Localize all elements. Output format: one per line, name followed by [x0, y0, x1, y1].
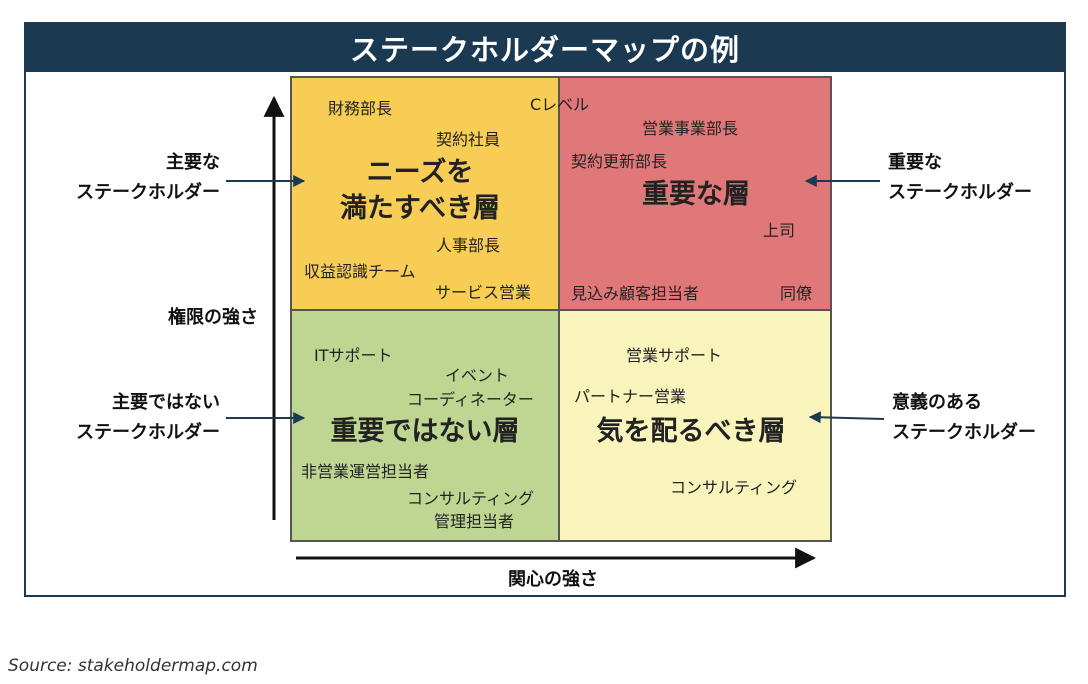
- stakeholder-item: 収益認識チーム: [304, 262, 416, 281]
- stakeholder-item: イベント: [445, 366, 510, 385]
- side-label-meaningful: 意義のある ステークホルダー: [892, 388, 1036, 448]
- stakeholder-item: コンサルティング: [407, 489, 535, 508]
- stakeholder-item: 財務部長: [328, 99, 393, 118]
- quadrant-bottom-right: [558, 309, 832, 542]
- stakeholder-item: 管理担当者: [434, 512, 515, 531]
- side-label-line: 重要な: [888, 152, 942, 173]
- quadrant-title-line: 重要ではない層: [330, 416, 520, 447]
- stakeholder-item: 契約更新部長: [571, 152, 668, 171]
- side-label-line: 主要な: [166, 152, 220, 173]
- stakeholder-item: パートナー営業: [574, 387, 687, 406]
- stakeholder-item: ITサポート: [314, 346, 393, 365]
- stakeholder-item: コーディネーター: [407, 390, 534, 409]
- stakeholder-item: サービス営業: [435, 283, 532, 302]
- stakeholder-item: 営業サポート: [626, 346, 723, 365]
- side-label-important: 重要な ステークホルダー: [888, 148, 1032, 208]
- quadrant-title-line: 満たすべき層: [339, 193, 501, 224]
- side-label-line: ステークホルダー: [76, 182, 220, 203]
- diagram-title: ステークホルダーマップの例: [26, 24, 1064, 72]
- quadrant-title-bottom-left: 重要ではない層: [318, 414, 532, 450]
- stakeholder-item: コンサルティング: [670, 478, 798, 497]
- quadrant-bottom-left: [290, 309, 560, 542]
- y-axis-label: 権限の強さ: [168, 307, 258, 328]
- side-label-line: ステークホルダー: [888, 182, 1032, 203]
- quadrant-title-top-left: ニーズを 満たすべき層: [330, 155, 510, 227]
- stakeholder-item: 契約社員: [436, 130, 501, 149]
- stakeholder-item: 非営業運営担当者: [301, 462, 430, 481]
- source-caption: Source: stakeholdermap.com: [8, 656, 258, 676]
- quadrant-title-line: 気を配るべき層: [596, 416, 786, 447]
- quadrant-title-line: ニーズを: [366, 157, 474, 188]
- quadrant-title-bottom-right: 気を配るべき層: [583, 414, 799, 450]
- stakeholder-item: 人事部長: [436, 236, 501, 255]
- x-axis-label: 関心の強さ: [508, 569, 598, 590]
- stakeholder-item: 同僚: [780, 284, 813, 303]
- arrow-meaningful: [808, 411, 885, 424]
- stakeholder-item: Cレベル: [530, 95, 590, 114]
- side-label-line: ステークホルダー: [76, 422, 220, 443]
- side-label-line: 意義のある: [892, 392, 982, 413]
- stakeholder-item: 見込み顧客担当者: [571, 284, 700, 303]
- side-label-line: 主要ではない: [112, 392, 220, 413]
- quadrant-top-right: [558, 76, 832, 311]
- quadrant-title-top-right: 重要な層: [634, 177, 758, 213]
- side-label-primary: 主要な ステークホルダー: [60, 148, 220, 208]
- stakeholder-item: 営業事業部長: [642, 119, 739, 138]
- side-label-line: ステークホルダー: [892, 422, 1036, 443]
- stakeholder-item: 上司: [763, 221, 796, 240]
- side-label-non-primary: 主要ではない ステークホルダー: [60, 388, 220, 448]
- quadrant-title-line: 重要な層: [642, 179, 750, 210]
